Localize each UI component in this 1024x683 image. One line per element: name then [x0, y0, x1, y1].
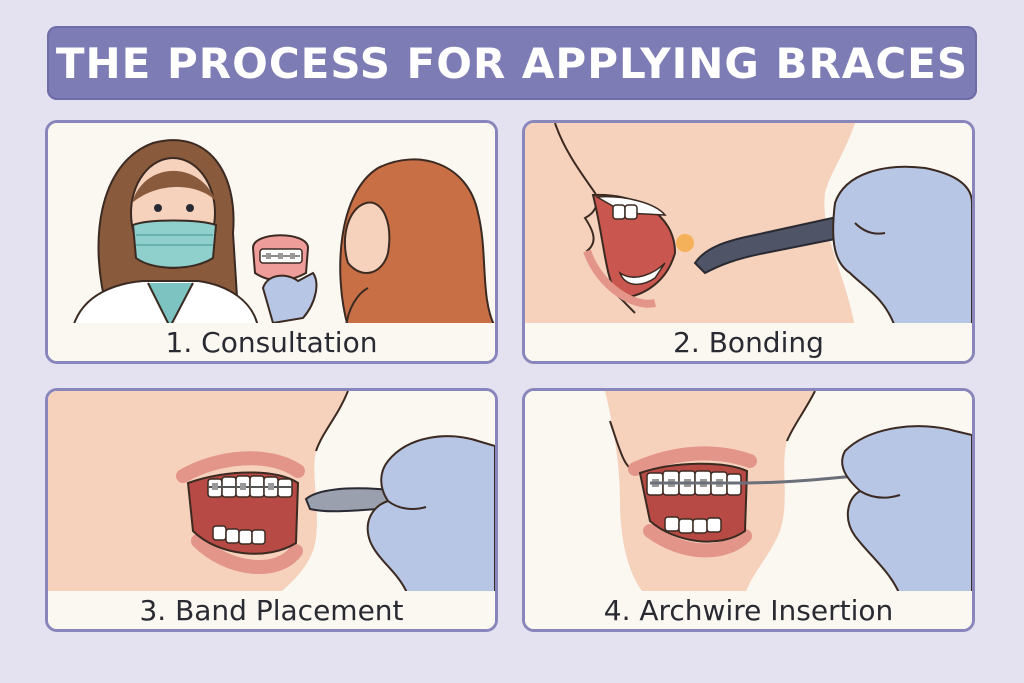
step-caption: 3. Band Placement — [48, 591, 495, 629]
title-banner: THE PROCESS FOR APPLYING BRACES — [47, 26, 977, 100]
step-caption: 4. Archwire Insertion — [525, 591, 972, 629]
consultation-illustration — [48, 123, 495, 327]
step-panel-band-placement: 3. Band Placement — [45, 388, 498, 632]
archwire-insertion-illustration — [525, 391, 972, 595]
step-panel-consultation: 1. Consultation — [45, 120, 498, 364]
step-caption: 2. Bonding — [525, 323, 972, 361]
step-panel-archwire-insertion: 4. Archwire Insertion — [522, 388, 975, 632]
step-caption: 1. Consultation — [48, 323, 495, 361]
bonding-illustration — [525, 123, 972, 327]
step-panel-bonding: 2. Bonding — [522, 120, 975, 364]
page-title: THE PROCESS FOR APPLYING BRACES — [55, 38, 969, 88]
band-placement-illustration — [48, 391, 495, 595]
teeth-model-icon — [251, 234, 310, 282]
